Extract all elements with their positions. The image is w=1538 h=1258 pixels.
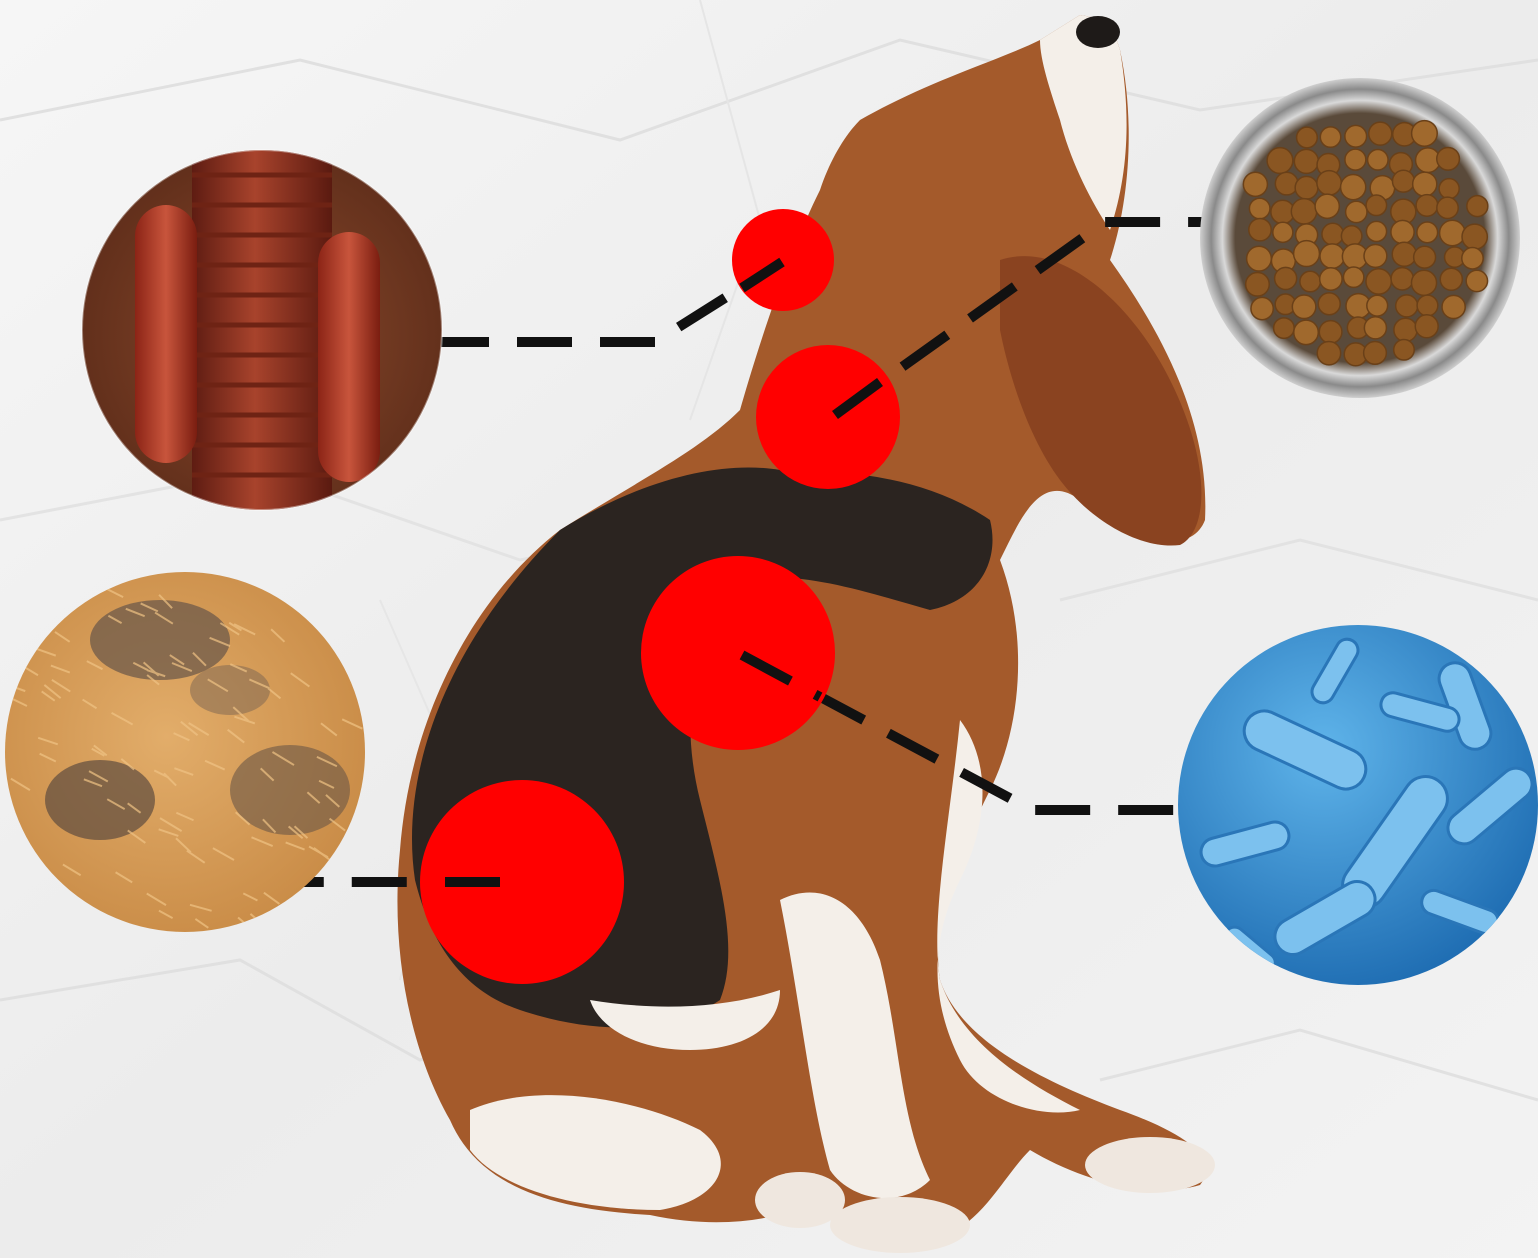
throat-marker: [732, 209, 834, 311]
dog-nose: [1076, 16, 1120, 48]
neck-marker: [756, 345, 900, 489]
dog-food-bowl-icon: [1200, 78, 1520, 398]
chest-marker: [641, 556, 835, 750]
dog-front-paw: [1085, 1137, 1215, 1193]
dog-back-paw: [830, 1197, 970, 1253]
dog-side-paw: [755, 1172, 845, 1228]
